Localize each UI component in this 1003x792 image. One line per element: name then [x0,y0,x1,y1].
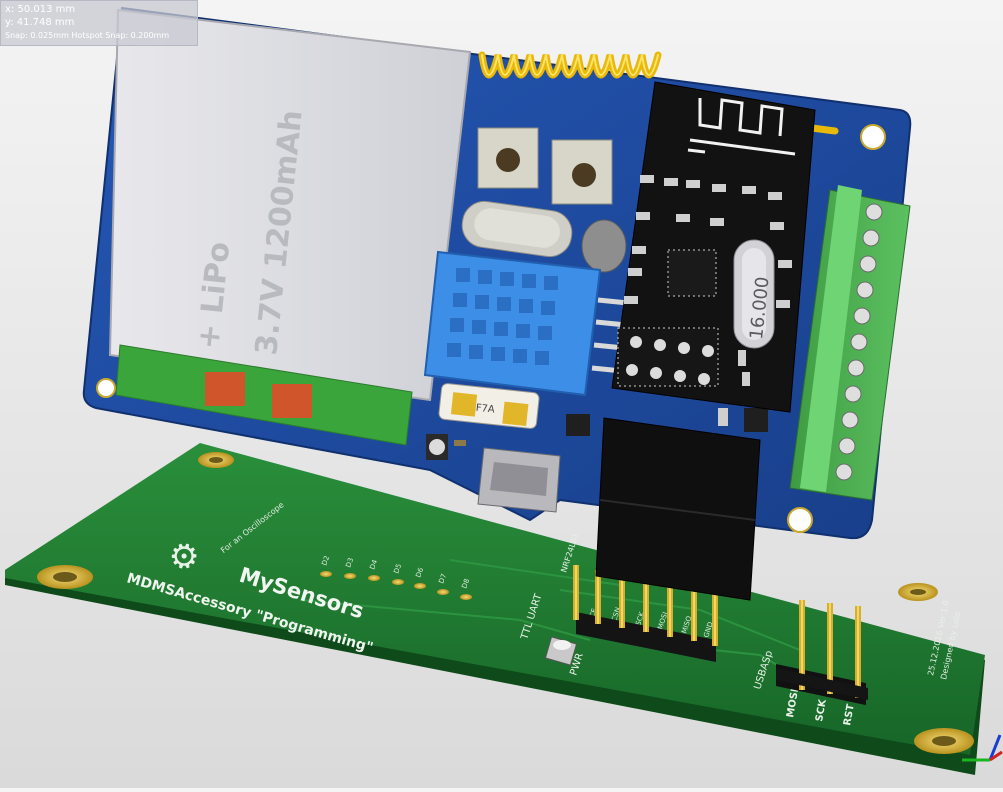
svg-text:D7: D7 [437,573,448,585]
coordinate-hud: x: 50.013 mm y: 41.748 mm Snap: 0.025mm … [0,0,198,46]
nrf24-module: 16.000 [611,81,816,413]
fuse: F7A [438,383,540,429]
svg-text:D5: D5 [392,563,403,575]
capacitor [581,219,627,273]
svg-text:CE: CE [588,607,598,618]
smd-parts [426,408,768,460]
base-board-surface [5,443,985,755]
top-mount-hole-3 [787,507,813,533]
top-board[interactable]: + LiPo 3.7V 1200mAh [82,6,912,540]
test-point-labels: D2 D3 D4 D5 D6 D7 D8 [320,555,471,590]
tact-button-2[interactable] [551,139,613,205]
x-coordinate: x: 50.013 mm [5,4,76,15]
svg-text:D4: D4 [368,558,379,570]
svg-text:D2: D2 [320,555,331,567]
battery-flex-strip [115,344,413,446]
test-points [320,571,472,600]
crystal-16mhz: 16.000 [733,239,775,349]
antenna-coil [478,51,839,135]
pin-label-sck: SCK [814,697,829,722]
svg-text:D3: D3 [344,557,355,569]
top-mount-hole-2 [96,378,116,398]
pwr-led [544,636,578,666]
snap-readout: Snap: 0.025mm Hotspot Snap: 0.200mm [5,31,170,40]
usbasp-header[interactable] [776,600,868,706]
crystal-small [461,200,573,258]
screw-terminal-block[interactable] [789,185,911,501]
y-coordinate: y: 41.748 mm [5,17,75,28]
lipo-battery: + LiPo 3.7V 1200mAh [108,8,472,402]
top-mount-hole-1 [860,124,886,150]
tact-button-1[interactable] [477,127,539,189]
svg-text:D6: D6 [414,566,425,578]
micro-usb-connector[interactable] [477,447,561,513]
pin-label-mosi: MOSI [785,688,801,719]
dht-sensor [423,250,629,397]
fuse-label: F7A [475,403,495,416]
nrf-header-pins [617,327,719,387]
axis-triad-icon [962,734,1003,762]
pin-header-base[interactable] [573,565,718,662]
stacking-connector [595,417,761,601]
svg-text:D8: D8 [460,578,471,590]
pin-label-rst: RST [842,703,857,726]
